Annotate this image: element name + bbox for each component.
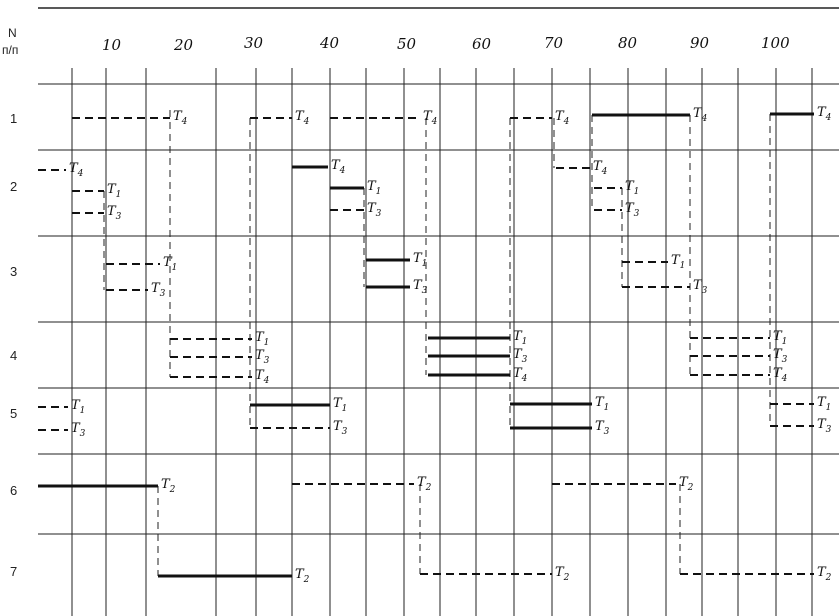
operation-label: T4	[693, 106, 708, 124]
operation-label: T3	[513, 347, 528, 365]
operation-label: T4	[773, 366, 788, 384]
operation-label: T2	[417, 475, 432, 493]
tick-label: 60	[472, 35, 492, 53]
transition-connectors	[71, 110, 771, 576]
operation-label: T3	[693, 278, 708, 296]
row-label: 2	[10, 179, 17, 194]
operation-label: T3	[817, 417, 832, 435]
tick-label: 90	[690, 34, 710, 52]
operation-label: T2	[161, 477, 176, 495]
operation-label: T1	[413, 251, 427, 269]
tick-label: 10	[102, 36, 122, 54]
operation-label: T1	[255, 330, 269, 348]
operation-label: T4	[555, 109, 570, 127]
operation-label: T4	[817, 105, 832, 123]
operation-label: T4	[295, 109, 310, 127]
row-label: 4	[10, 348, 17, 363]
operation-label: T1	[107, 182, 121, 200]
operation-label: T2	[817, 565, 832, 583]
operation-label: T2	[555, 565, 570, 583]
operation-label: T4	[423, 109, 438, 127]
row-label: 5	[10, 406, 17, 421]
operation-label: T4	[255, 368, 270, 386]
operation-label: T3	[773, 347, 788, 365]
tick-label: 80	[618, 34, 638, 52]
operation-label: T4	[513, 366, 528, 384]
tick-label: 70	[544, 34, 564, 52]
operation-label: T1	[513, 329, 527, 347]
operation-label: T3	[71, 421, 86, 439]
row-label: 7	[10, 564, 17, 579]
operation-label: T4	[69, 161, 84, 179]
operation-label: T1	[333, 396, 347, 414]
operation-label: T1	[367, 179, 381, 197]
operation-label: T1	[773, 329, 787, 347]
operation-label: T3	[367, 201, 382, 219]
operation-label: T3	[107, 204, 122, 222]
horizontal-grid	[38, 83, 839, 535]
time-axis-ticks: 10 20 30 40 50 60 70 80 90 100	[102, 34, 790, 54]
header-pp: п/п	[2, 43, 18, 57]
operation-label: T1	[817, 395, 831, 413]
row-labels: 1 2 3 4 5 6 7	[10, 111, 17, 579]
operation-label: T1	[71, 398, 85, 416]
operation-label: T1	[163, 255, 177, 273]
operation-label: T1	[671, 253, 685, 271]
header-n: N	[8, 26, 17, 40]
operation-label: T1	[595, 395, 609, 413]
operation-label: T2	[679, 475, 694, 493]
tick-label: 30	[244, 34, 264, 52]
operation-label: T3	[255, 348, 270, 366]
tick-label: 40	[319, 34, 340, 52]
operation-label: T4	[173, 109, 188, 127]
tick-label: 50	[397, 35, 417, 53]
row-label: 3	[10, 264, 17, 279]
row-label: 6	[10, 483, 17, 498]
operation-label: T2	[295, 567, 310, 585]
operation-label: T3	[333, 419, 348, 437]
operation-label: T3	[413, 278, 428, 296]
operation-label: T3	[595, 419, 610, 437]
operation-label: T4	[593, 159, 608, 177]
operation-label: T1	[625, 179, 639, 197]
operation-label: T4	[331, 158, 346, 176]
operation-label: T3	[625, 201, 640, 219]
tick-label: 20	[173, 36, 194, 54]
operation-label: T3	[151, 281, 166, 299]
operation-segments	[38, 112, 814, 578]
row-label: 1	[10, 111, 17, 126]
tick-label: 100	[761, 34, 790, 52]
